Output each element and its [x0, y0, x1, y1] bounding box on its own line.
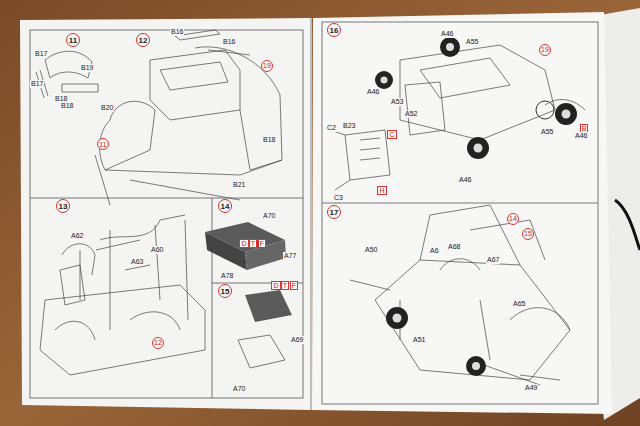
part-label: B16 [222, 38, 236, 46]
part-label: A46 [574, 132, 588, 140]
part-label: A50 [364, 246, 378, 254]
part-label: A70 [262, 212, 276, 220]
step-number: 15 [218, 284, 232, 298]
part-reference: F [258, 239, 266, 248]
part-label: C3 [333, 194, 344, 202]
part-label: A60 [150, 246, 164, 254]
reference-text: D [241, 240, 246, 247]
part-label: C2 [326, 124, 337, 132]
reference-text: F [260, 240, 264, 247]
part-label: B21 [232, 181, 246, 189]
reference-text: T [251, 240, 255, 247]
part-reference: H [377, 186, 386, 195]
part-label: A77 [283, 252, 297, 260]
part-label: B18 [262, 136, 276, 144]
part-label: B16 [170, 28, 184, 36]
step-number: 12 [136, 33, 150, 47]
part-label: A6 [429, 247, 440, 255]
part-label: A65 [512, 300, 526, 308]
reference-text: T [283, 282, 287, 289]
part-label: A46 [440, 30, 454, 38]
part-label: A68 [447, 243, 461, 251]
reference-text: H [379, 187, 384, 194]
reference-text: C [389, 131, 394, 138]
part-reference: D [239, 239, 248, 248]
part-label: B19 [80, 64, 94, 72]
part-label: A62 [70, 232, 84, 240]
reference-text: 11 [69, 36, 77, 45]
reference-text: D [273, 282, 278, 289]
part-reference: F [290, 281, 298, 290]
step-number: 11 [66, 33, 80, 47]
part-label: A46 [458, 176, 472, 184]
part-label: A46 [366, 88, 380, 96]
reference-text: 14 [509, 215, 517, 222]
part-label: B20 [100, 104, 114, 112]
reference-text: 16 [330, 26, 339, 35]
step-number: 16 [327, 23, 341, 37]
reference-text: 17 [330, 208, 339, 217]
reference-text: 12 [154, 339, 162, 346]
reference-text: F [292, 282, 296, 289]
reference-text: 13 [59, 202, 68, 211]
part-label: A69 [290, 336, 304, 344]
part-reference: T [249, 239, 257, 248]
reference-text: 11 [99, 141, 106, 148]
reference-text: 15 [221, 287, 230, 296]
reference-text: 19 [541, 46, 549, 53]
part-label: A67 [486, 256, 500, 264]
part-label: B17 [34, 50, 48, 58]
part-label: A52 [404, 110, 418, 118]
reference-text: 15 [524, 230, 532, 237]
part-label: A51 [412, 336, 426, 344]
part-label: A53 [390, 98, 404, 106]
reference-text: 12 [139, 36, 148, 45]
part-label: A55 [540, 128, 554, 136]
step-number: 13 [56, 199, 70, 213]
step-number: 17 [327, 205, 341, 219]
reference-text: B [582, 125, 587, 132]
part-label: A49 [524, 384, 538, 392]
part-reference: T [281, 281, 289, 290]
part-reference: D [271, 281, 280, 290]
step-number: 14 [218, 199, 232, 213]
reference-text: 14 [221, 202, 230, 211]
part-label: A63 [130, 258, 144, 266]
part-reference: C [387, 130, 396, 139]
part-label: A78 [220, 272, 234, 280]
part-label: A55 [465, 38, 479, 46]
part-label: B17 [30, 80, 44, 88]
reference-text: 19 [263, 62, 271, 69]
part-label: B23 [342, 122, 356, 130]
part-label: A70 [232, 385, 246, 393]
part-label: B18 [60, 102, 74, 110]
